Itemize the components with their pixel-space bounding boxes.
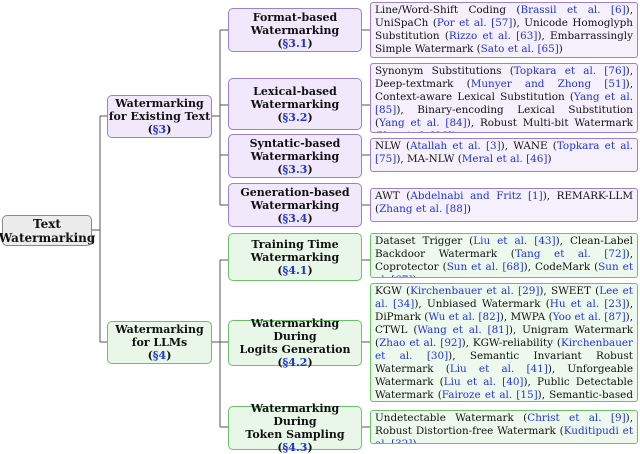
citation-link[interactable]: Zhao et al. [92] xyxy=(379,337,462,349)
generation-leaf: AWT (Abdelnabi and Fritz [1]), REMARK-LL… xyxy=(370,188,638,222)
leaf-text: ) xyxy=(452,130,456,132)
existing-text-node: Watermarking for Existing Text (§3) xyxy=(107,95,212,138)
citation-link[interactable]: Yoo et al. [86] xyxy=(379,130,452,132)
format-leaf: Line/Word-Shift Coding (Brassil et al. [… xyxy=(370,2,638,58)
citation-link[interactable]: Brassil et al. [6] xyxy=(520,4,626,16)
citation-link[interactable]: Kirchenbauer et al. [30] xyxy=(375,337,634,362)
citation-link[interactable]: Lee et al. [34] xyxy=(375,285,633,310)
training-leaf: Dataset Trigger (Liu et al. [43]), Clean… xyxy=(370,233,638,278)
leaf-text: Synonym Substitutions ( xyxy=(375,65,514,77)
citation-link[interactable]: Abdelnabi and Fritz [1] xyxy=(410,190,543,202)
lexical-leaf: Synonym Substitutions (Topkara et al. [7… xyxy=(370,63,638,133)
leaf-text: ), CTWL ( xyxy=(375,311,633,336)
citation-link[interactable]: Fairoze et al. [15] xyxy=(441,389,538,401)
leaf-text: ), CodeMark ( xyxy=(523,261,599,273)
leaf-text: ), Unigram Watermark ( xyxy=(375,324,633,349)
leaf-text: NLW ( xyxy=(375,140,411,152)
leaf-text: ), Semantic-based Robust Watermark ( xyxy=(537,389,633,401)
citation-link[interactable]: Hu et al. [23] xyxy=(549,298,626,310)
leaf-text: ), Clean-Label Backdoor Watermark ( xyxy=(375,235,633,260)
leaf-text: Line/Word-Shift Coding ( xyxy=(375,4,521,16)
citation-link[interactable]: Sun et al. [68] xyxy=(446,261,524,273)
citation-link[interactable]: Topkara et al. [76] xyxy=(513,65,626,77)
citation-link[interactable]: Tang et al. [72] xyxy=(514,248,626,260)
leaf-text: ), Public Detectable Watermark ( xyxy=(375,376,633,401)
citation-link[interactable]: Sato et al. [65] xyxy=(480,43,559,55)
leaf-text: ), SWEET ( xyxy=(539,285,600,297)
citation-link[interactable]: Atallah et al. [3] xyxy=(410,140,501,152)
leaf-text: ), UniSpaCh ( xyxy=(375,4,633,29)
citation-link[interactable]: Liu et al. [41] xyxy=(449,363,548,375)
leaf-text: ), WANE ( xyxy=(500,140,557,152)
citation-link[interactable]: Por et al. [57] xyxy=(436,17,513,29)
citation-link[interactable]: Zhang et al. [88] xyxy=(379,203,467,215)
logits-leaf: KGW (Kirchenbauer et al. [29]), SWEET (L… xyxy=(370,283,638,402)
leaf-text: Dataset Trigger ( xyxy=(375,235,474,247)
leaf-text: AWT ( xyxy=(375,190,411,202)
leaf-text: ), Unicode Homoglyph Substitution ( xyxy=(375,17,633,42)
leaf-text: ) xyxy=(466,203,471,215)
citation-link[interactable]: Munyer and Zhong [51] xyxy=(470,78,626,90)
citation-link[interactable]: Meral et al. [46] xyxy=(461,153,548,165)
citation-link[interactable]: Yang et al. [84] xyxy=(379,117,467,129)
leaf-text: ), Deep-textmark ( xyxy=(375,65,633,90)
leaf-text: ) xyxy=(412,274,416,277)
citation-link[interactable]: Liu et al. [40] xyxy=(443,376,524,388)
citation-link[interactable]: Kirchenbauer et al. [29] xyxy=(410,285,540,297)
leaf-text: ), REMARK-LLM ( xyxy=(375,190,633,215)
leaf-text: ), MWPA ( xyxy=(499,311,553,323)
leaf-text: ), Semantic Invariant Robust Watermark ( xyxy=(375,350,633,375)
leaf-text: ) xyxy=(558,43,563,55)
citation-link[interactable]: Wang et al. [81] xyxy=(417,324,509,336)
llms-node: Watermarking for LLMs (§4) xyxy=(107,321,212,364)
citation-link[interactable]: Yang et al. [85] xyxy=(375,91,634,116)
leaf-text: ), Context-aware Lexical Substitution ( xyxy=(375,78,633,103)
leaf-text: ), Robust Distortion-free Watermark ( xyxy=(375,412,634,437)
citation-link[interactable]: Liu et al. [43] xyxy=(473,235,556,247)
syntactic-leaf: NLW (Atallah et al. [3]), WANE (Topkara … xyxy=(370,138,638,172)
citation-link[interactable]: Sun et al. [67] xyxy=(375,261,633,277)
leaf-text: ), Unbiased Watermark ( xyxy=(414,298,550,310)
leaf-text: ), Embarrassingly Simple Watermark ( xyxy=(375,30,633,55)
leaf-text: ), KGW-reliability ( xyxy=(461,337,561,349)
citation-link[interactable]: Christ et al. [9] xyxy=(527,412,626,424)
leaf-text: Undetectable Watermark ( xyxy=(375,412,528,424)
root-node: Text Watermarking xyxy=(0,215,96,246)
leaf-text: ) xyxy=(412,438,417,444)
citation-link[interactable]: Wu et al. [82] xyxy=(428,311,500,323)
citation-link[interactable]: Rizzo et al. [63] xyxy=(448,30,538,42)
leaf-text: ), DiPmark ( xyxy=(375,298,634,323)
token-leaf: Undetectable Watermark (Christ et al. [9… xyxy=(370,410,638,444)
leaf-text: ), Coprotector ( xyxy=(375,248,634,273)
citation-link[interactable]: Topkara et al. [75] xyxy=(375,140,634,165)
leaf-text: ), MA-NLW ( xyxy=(396,153,462,165)
leaf-text: ) xyxy=(547,153,552,165)
leaf-text: ), Binary-encoding Lexical Substitution … xyxy=(375,104,633,129)
citation-link[interactable]: Kuditipudi et al. [32] xyxy=(375,425,634,444)
leaf-text: KGW ( xyxy=(375,285,411,297)
leaf-text: ), Robust Multi-bit Watermark ( xyxy=(375,117,633,132)
leaf-text: ), Unforgeable Watermark ( xyxy=(375,363,633,388)
citation-link[interactable]: Yoo et al. [87] xyxy=(552,311,626,323)
